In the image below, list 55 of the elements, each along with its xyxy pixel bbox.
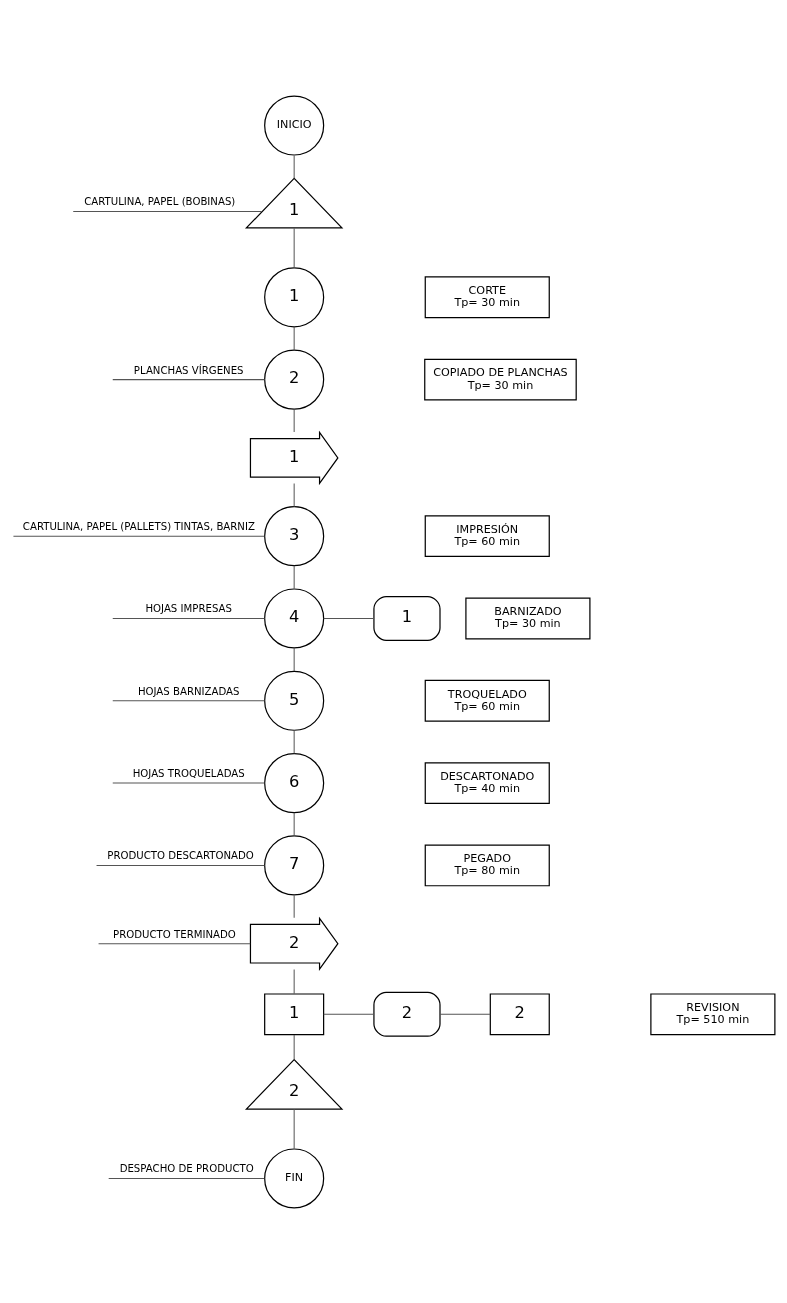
node-circle: 4 (264, 587, 325, 649)
node-circle: 3 (264, 505, 325, 566)
connector (293, 811, 295, 836)
node-box: 1 (373, 595, 441, 641)
connector (112, 699, 266, 701)
node-circle: 6 (264, 752, 325, 813)
edge-label: PLANCHAS VÍRGENES (133, 364, 244, 376)
connector (293, 1033, 295, 1060)
node-box: DESCARTONADO Tp= 40 min (424, 761, 550, 804)
connector (293, 1108, 295, 1149)
connector (293, 482, 295, 507)
connector (112, 782, 266, 784)
node-circle: INICIO (264, 94, 325, 156)
connector (98, 942, 251, 944)
connector (293, 325, 295, 350)
node-box: PEGADO Tp= 80 min (424, 844, 550, 886)
connector (96, 864, 265, 866)
edge-label: PRODUCTO DESCARTONADO (107, 849, 254, 861)
edge-label: DESPACHO DE PRODUCTO (119, 1162, 254, 1174)
node-box: 2 (373, 991, 441, 1037)
connector (293, 647, 295, 672)
connector (293, 564, 295, 589)
edge-label: HOJAS TROQUELADAS (132, 767, 245, 779)
node-circle: 5 (264, 670, 325, 731)
connector (293, 968, 295, 994)
edge-label: HOJAS BARNIZADAS (137, 685, 240, 697)
connector (293, 227, 295, 268)
connector (293, 894, 295, 918)
node-box: COPIADO DE PLANCHAS Tp= 30 min (424, 358, 577, 401)
connector (112, 378, 266, 380)
node-box: 2 (489, 992, 550, 1035)
connector (12, 535, 265, 537)
node-box: REVISION Tp= 510 min (650, 992, 776, 1035)
connector (293, 154, 295, 179)
node-box: IMPRESIÓN Tp= 60 min (424, 514, 550, 557)
connector (439, 1013, 491, 1015)
node-circle: 1 (264, 266, 325, 327)
connector (323, 1013, 375, 1015)
node-circle: 2 (264, 349, 325, 410)
node-circle: FIN (264, 1147, 325, 1209)
node-circle: 7 (264, 834, 325, 895)
node-box: 1 (264, 992, 325, 1035)
connector (72, 210, 263, 212)
connector (108, 1177, 265, 1179)
connector (293, 729, 295, 754)
node-box: BARNIZADO Tp= 30 min (465, 597, 591, 639)
node-box: CORTE Tp= 30 min (424, 275, 550, 318)
connector (112, 617, 266, 619)
edge-label: CARTULINA, PAPEL (PALLETS) TINTAS, BARNIZ (22, 520, 255, 532)
edge-label: HOJAS IMPRESAS (145, 602, 232, 614)
connector (323, 617, 375, 619)
edge-label: PRODUCTO TERMINADO (113, 928, 236, 940)
edge-label: CARTULINA, PAPEL (BOBINAS) (84, 195, 236, 207)
connector (293, 408, 295, 432)
node-box: TROQUELADO Tp= 60 min (424, 679, 550, 722)
